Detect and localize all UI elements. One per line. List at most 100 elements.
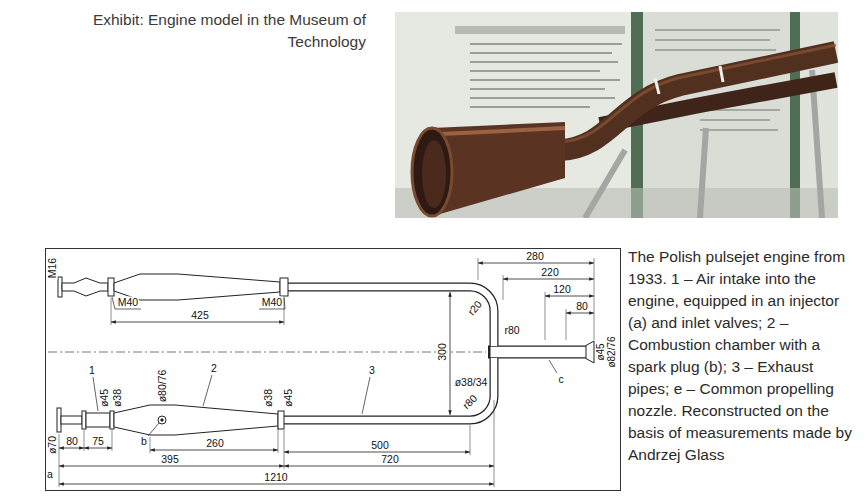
thread-label: M40 [117, 297, 139, 308]
spark-plug [158, 416, 166, 424]
intake-body [62, 278, 108, 296]
label-anchor: 425 [190, 310, 210, 321]
photo-title: Exhibit: Engine model in the Museum of T… [36, 9, 366, 53]
callout-number: 1 [88, 365, 96, 376]
dimension-line [59, 466, 284, 467]
poster-banner [455, 26, 625, 34]
dimension-label: 120 [552, 284, 572, 295]
diameter-label: ø38 [263, 388, 274, 408]
poster-text-lines [470, 44, 622, 107]
pipe-bore [286, 287, 494, 346]
label-anchor: ø38 [112, 388, 123, 408]
label-anchor: 280 [525, 251, 545, 262]
dimension-label: 80 [65, 436, 79, 447]
flange [110, 411, 114, 429]
callout-number: 2 [210, 363, 218, 374]
dimension-label: 260 [205, 438, 225, 449]
label-anchor: 260 [205, 438, 225, 449]
dimension-line [150, 450, 278, 451]
dimension-label: 280 [525, 251, 545, 262]
figure-caption: The Polish pulsejet engine from 1933. 1 … [628, 246, 852, 466]
part-letter: c [557, 374, 564, 385]
diameter-label: ø70 [47, 435, 58, 455]
label-anchor: 720 [380, 454, 400, 465]
exhaust-tube [560, 52, 836, 150]
combustion-chamber [114, 405, 278, 435]
label-anchor: 220 [540, 267, 560, 278]
diameter-label: ø82/76 [607, 335, 617, 368]
label-anchor: ø82/76 [607, 335, 617, 368]
label-anchor: M16 [47, 257, 58, 279]
caption-anchor: The Polish pulsejet engine from 1933. 1 … [628, 246, 852, 466]
label-anchor: a [46, 469, 54, 480]
label-anchor: 1210 [263, 472, 288, 483]
label-anchor: 395 [160, 454, 180, 465]
dimension-label: 1210 [263, 472, 288, 483]
dimension-label: 425 [190, 310, 210, 321]
dimension-line [284, 452, 470, 453]
dimension-line [503, 279, 594, 280]
label-anchor: ø45 [99, 388, 110, 408]
label-anchor: c [557, 374, 564, 385]
spark-plug-center [161, 419, 163, 421]
diameter-label: ø38 [112, 388, 123, 408]
diameter-label: ø38/34 [454, 377, 489, 388]
label-anchor: 1 [88, 365, 96, 376]
dimension-line [545, 296, 594, 297]
leader-lines [93, 297, 557, 436]
flange [82, 411, 86, 429]
flange [57, 408, 61, 432]
extension-lines [59, 258, 594, 487]
nozzle-pipe [488, 346, 588, 359]
label-anchor: ø70 [47, 435, 58, 455]
diameter-label: ø45 [596, 342, 606, 361]
flange [278, 411, 284, 429]
intake-opening [412, 128, 452, 216]
label-anchor: ø80/76 [157, 369, 168, 404]
dimension-line [478, 263, 594, 264]
radius-label: r80 [460, 392, 480, 412]
label-anchor: ø45 [596, 342, 606, 361]
tube-highlight [560, 45, 836, 142]
dimension-line [111, 322, 284, 323]
dimension-label: 220 [540, 267, 560, 278]
label-anchor: ø45 [283, 388, 294, 408]
part-letter: b [140, 436, 148, 447]
photo-background [395, 12, 838, 218]
dimension-label: 300 [437, 342, 448, 362]
label-anchor: 80 [65, 436, 79, 447]
callout-number: 3 [368, 365, 376, 376]
pipe-bore [282, 358, 494, 420]
label-anchor: 300 [437, 342, 448, 362]
dimension-lines [59, 263, 594, 484]
label-anchor: 80 [575, 301, 589, 312]
center-line [48, 352, 486, 353]
dimension-line [59, 448, 84, 449]
label-anchor: ø38/34 [454, 377, 489, 388]
intake-inner [422, 140, 446, 208]
diameter-label: ø45 [99, 388, 110, 408]
flange [280, 278, 288, 296]
dimension-line [59, 484, 494, 485]
radius-label: r80 [503, 325, 520, 336]
dimension-line [450, 292, 451, 415]
pipe-bore [491, 347, 589, 358]
label-anchor: r20 [465, 298, 484, 318]
drawing-frame [46, 249, 621, 491]
tube-highlight [440, 128, 565, 134]
title-anchor: Exhibit: Engine model in the Museum of T… [36, 9, 366, 53]
label-anchor: 500 [370, 440, 390, 451]
diameter-label: ø80/76 [157, 369, 168, 404]
dimension-label: 75 [91, 436, 105, 447]
label-anchor: M40 [117, 297, 139, 308]
dimension-label: 720 [380, 454, 400, 465]
dimension-line [84, 448, 112, 449]
dimension-line [284, 466, 494, 467]
dimension-label: 500 [370, 440, 390, 451]
label-anchor: M40 [261, 297, 283, 308]
thread-label: M40 [261, 297, 283, 308]
label-anchor: 75 [91, 436, 105, 447]
label-anchor: ø38 [263, 388, 274, 408]
board-frame [790, 12, 800, 218]
